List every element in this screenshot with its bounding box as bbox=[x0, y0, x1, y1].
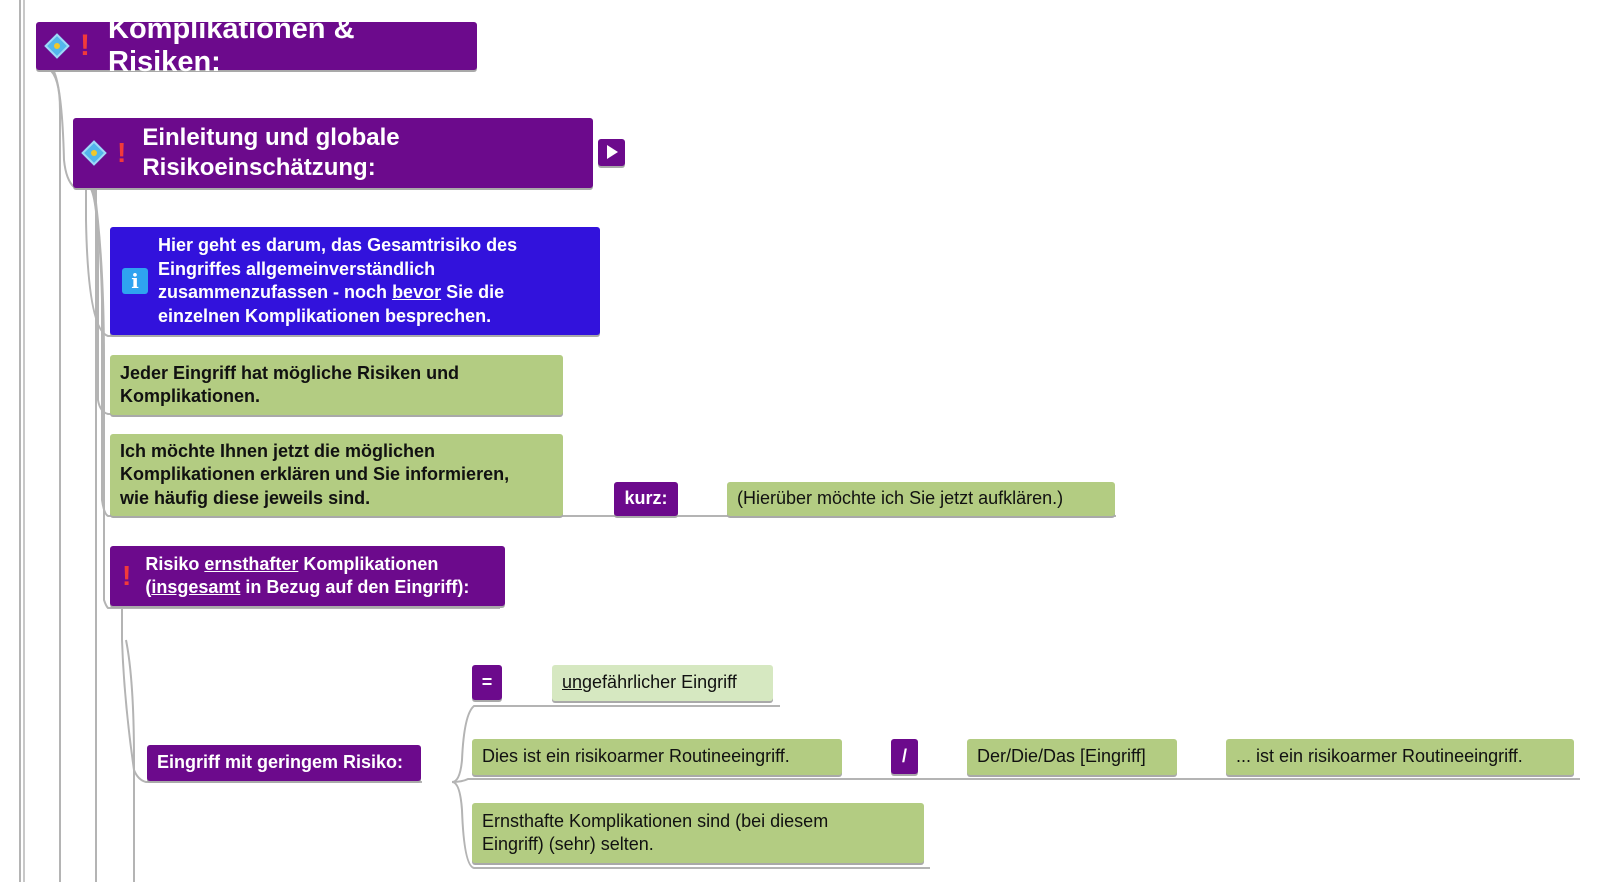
root-title: Komplikationen & Risiken: bbox=[108, 13, 355, 78]
info-node[interactable]: i Hier geht es darum, das Gesamtrisiko d… bbox=[110, 227, 600, 335]
statement2-line3: wie häufig diese jeweils sind. bbox=[120, 487, 371, 508]
continuation-node[interactable]: ... ist ein risikoarmer Routineeingriff. bbox=[1226, 739, 1574, 775]
equals-label-node[interactable]: = bbox=[472, 665, 502, 700]
intro-title: Einleitung und globale Risikoeinschätzun… bbox=[142, 123, 399, 183]
info-line3-before: zusammenzufassen - noch bbox=[158, 282, 393, 302]
slash-label-node[interactable]: / bbox=[891, 739, 918, 774]
rare-complications-node[interactable]: Ernsthafte Komplikationen sind (bei dies… bbox=[472, 803, 924, 863]
statement2-line1: Ich möchte Ihnen jetzt die möglichen bbox=[120, 440, 436, 461]
statement-node-explain[interactable]: Ich möchte Ihnen jetzt die möglichen Kom… bbox=[110, 434, 563, 516]
rare-text: Ernsthafte Komplikationen sind (bei dies… bbox=[482, 810, 828, 857]
slash-label: / bbox=[901, 745, 907, 766]
info-line3-underlined: bevor bbox=[392, 282, 442, 302]
info-line3-after: Sie die bbox=[441, 282, 505, 302]
info-line4: einzelnen Komplikationen besprechen. bbox=[158, 305, 492, 326]
rare-line1: Ernsthafte Komplikationen sind (bei dies… bbox=[482, 810, 829, 831]
play-icon[interactable] bbox=[598, 139, 625, 166]
statement1-text: Jeder Eingriff hat mögliche Risiken und … bbox=[120, 362, 459, 409]
routine-text: Dies ist ein risikoarmer Routineeingriff… bbox=[482, 746, 790, 767]
kurz-label: kurz: bbox=[624, 488, 668, 509]
rare-line2: Eingriff) (sehr) selten. bbox=[482, 834, 654, 854]
article-text: Der/Die/Das [Eingriff] bbox=[977, 746, 1146, 767]
statement2-text: Ich möchte Ihnen jetzt die möglichen Kom… bbox=[120, 440, 509, 511]
intro-title-line1: Einleitung und globale bbox=[142, 124, 400, 151]
risk-line1-underlined: ernsthafter bbox=[204, 553, 299, 574]
kurz-text-node[interactable]: (Hierüber möchte ich Sie jetzt aufklären… bbox=[727, 482, 1115, 516]
statement1-line1: Jeder Eingriff hat mögliche Risiken und bbox=[120, 362, 460, 383]
exclamation-icon: ! bbox=[80, 29, 90, 62]
risk-text: Risiko ernsthafter Komplikationen (insge… bbox=[145, 553, 469, 600]
statement2-line2: Komplikationen erklären und Sie informie… bbox=[120, 464, 510, 485]
diamond-icon bbox=[44, 33, 70, 59]
statement-node-risks[interactable]: Jeder Eingriff hat mögliche Risiken und … bbox=[110, 355, 563, 415]
info-text: Hier geht es darum, das Gesamtrisiko des… bbox=[158, 234, 517, 328]
risk-line1-b: Komplikationen bbox=[298, 553, 439, 574]
diamond-icon bbox=[81, 140, 107, 166]
harmless-rest: gefährlicher Eingriff bbox=[582, 672, 737, 693]
kurz-text: (Hierüber möchte ich Sie jetzt aufklären… bbox=[737, 488, 1064, 509]
continuation-text: ... ist ein risikoarmer Routineeingriff. bbox=[1236, 746, 1523, 767]
kurz-label-node[interactable]: kurz: bbox=[614, 482, 678, 516]
low-risk-label: Eingriff mit geringem Risiko: bbox=[157, 752, 404, 773]
article-node[interactable]: Der/Die/Das [Eingriff] bbox=[967, 739, 1177, 775]
statement1-line2: Komplikationen. bbox=[120, 386, 261, 406]
routine-node[interactable]: Dies ist ein risikoarmer Routineeingriff… bbox=[472, 739, 842, 775]
intro-title-line2: Risikoeinschätzung: bbox=[142, 154, 376, 181]
harmless-node[interactable]: ungefährlicher Eingriff bbox=[552, 665, 773, 701]
info-line2: Eingriffes allgemeinverständlich bbox=[158, 258, 436, 279]
risk-line1-a: Risiko bbox=[145, 553, 205, 574]
risk-line2-a: ( bbox=[145, 577, 152, 597]
info-line1: Hier geht es darum, das Gesamtrisiko des bbox=[158, 235, 518, 255]
low-risk-node[interactable]: Eingriff mit geringem Risiko: bbox=[147, 745, 421, 781]
risk-line2-b: in Bezug auf den Eingriff): bbox=[240, 577, 470, 597]
equals-label: = bbox=[481, 671, 493, 692]
risk-line2-underlined: insgesamt bbox=[151, 577, 241, 597]
harmless-prefix: un bbox=[562, 672, 583, 693]
intro-node[interactable]: ! Einleitung und globale Risikoeinschätz… bbox=[73, 118, 593, 188]
exclamation-icon: ! bbox=[117, 137, 127, 168]
risk-node-serious[interactable]: ! Risiko ernsthafter Komplikationen (ins… bbox=[110, 546, 505, 606]
exclamation-icon: ! bbox=[122, 560, 132, 591]
harmless-text: ungefährlicher Eingriff bbox=[562, 671, 737, 695]
info-icon: i bbox=[122, 268, 148, 294]
root-node-komplikationen[interactable]: ! Komplikationen & Risiken: bbox=[36, 13, 477, 78]
